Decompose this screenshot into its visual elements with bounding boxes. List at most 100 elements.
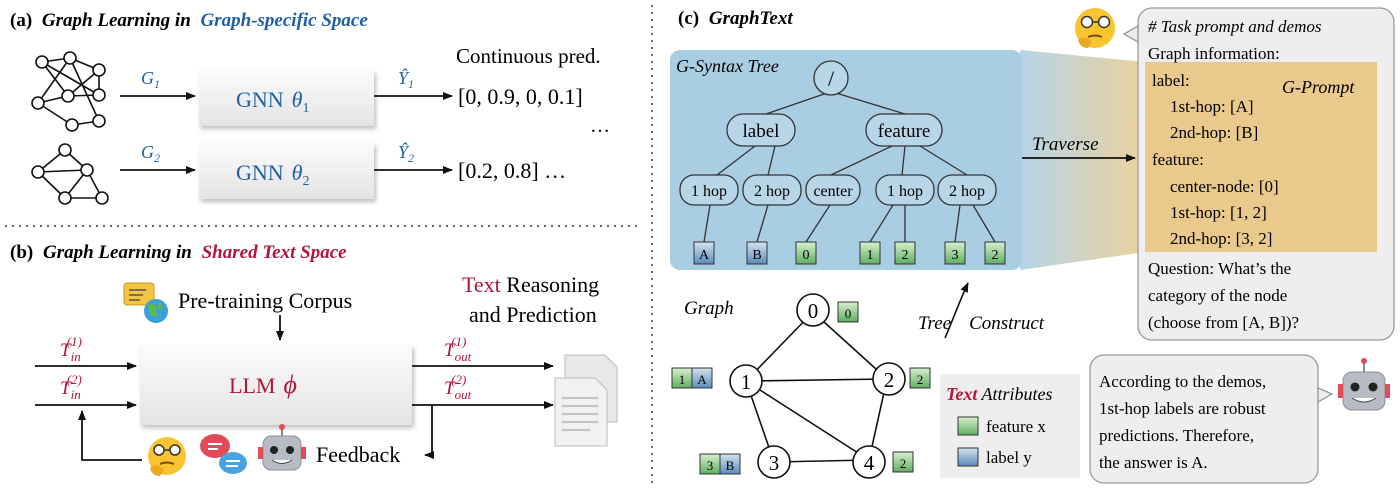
leaf-1 xyxy=(859,241,881,265)
svg-text:2: 2 xyxy=(884,368,895,392)
gnn-box-1 xyxy=(199,70,374,126)
graph-node-4: 4 xyxy=(852,445,886,479)
tree-label-1hop xyxy=(679,174,739,206)
svg-text:A: A xyxy=(697,372,707,387)
panel-b: (b) Graph Learning in Shared Text Space … xyxy=(10,242,618,476)
leaf-0-text: 0 xyxy=(803,248,810,263)
traverse-fade xyxy=(1020,50,1145,270)
legend-title-text: Text xyxy=(946,384,978,404)
svg-text:Text Attributes: Text Attributes xyxy=(946,384,1053,404)
thinking-face-icon xyxy=(148,437,186,476)
answer-line-1: According to the demos, xyxy=(1099,372,1266,391)
answer-bubble xyxy=(1089,354,1319,484)
svg-text:4: 4 xyxy=(864,451,875,475)
tree-label-text: label xyxy=(743,121,780,142)
tree-construct-arrow xyxy=(944,282,969,339)
panel-a-letter: (a) xyxy=(10,10,32,31)
graph-node-2: 2 xyxy=(872,362,906,396)
svg-text:B: B xyxy=(726,458,735,473)
legend-feature-swatch xyxy=(957,416,979,436)
node-0-feature: 0 xyxy=(837,301,859,323)
tree-feature-2hop xyxy=(937,174,997,206)
panel-b-title-1: Graph Learning in xyxy=(43,242,192,263)
tree-label-2hop xyxy=(742,174,802,206)
corpus-label: Pre-training Corpus xyxy=(178,288,352,313)
feedback-arrow-out xyxy=(78,410,142,461)
pred-2: [0.2, 0.8] … xyxy=(458,158,566,183)
syntax-tree-panel xyxy=(670,50,1022,270)
node-4-feature: 2 xyxy=(892,451,914,473)
g1-label: G1 xyxy=(141,68,160,91)
tree-center-text: center xyxy=(813,183,853,200)
leaf-2b xyxy=(984,241,1006,265)
prompt-line-1: # Task prompt and demos xyxy=(1148,17,1322,36)
robot-icon xyxy=(258,424,306,471)
svg-text:0: 0 xyxy=(808,299,819,323)
svg-text:2: 2 xyxy=(900,456,907,471)
leaf-B-text: B xyxy=(752,248,761,263)
llm-box xyxy=(140,345,412,425)
leaf-2a-text: 2 xyxy=(902,248,909,263)
feedback-label: Feedback xyxy=(316,442,400,467)
panel-b-title-2: Shared Text Space xyxy=(202,242,348,263)
tree-feature-1hop xyxy=(875,174,935,206)
corpus-globe-icon xyxy=(123,282,168,323)
prompt-line-9: 2nd-hop: [3, 2] xyxy=(1170,229,1272,248)
node-2-feature: 2 xyxy=(909,367,931,389)
tout2-label: Tout(2) xyxy=(444,372,472,402)
panel-a-title-1: Graph Learning in xyxy=(42,10,191,31)
svg-text:3: 3 xyxy=(769,451,780,475)
panel-c-title: GraphText xyxy=(709,8,793,29)
svg-text:0: 0 xyxy=(845,306,852,321)
svg-text:1: 1 xyxy=(741,370,752,394)
y1-label: Ŷ1 xyxy=(398,67,414,91)
thinking-face-icon xyxy=(1075,8,1115,48)
robot-icon xyxy=(1338,358,1390,411)
g2-label: G2 xyxy=(141,142,160,165)
tree-label-1hop-text: 1 hop xyxy=(691,183,727,200)
prompt-line-5: 2nd-hop: [B] xyxy=(1170,123,1258,142)
graph-node-0: 0 xyxy=(796,293,830,327)
leaf-0 xyxy=(795,241,817,265)
tree-center-node xyxy=(805,174,861,206)
graph-label: Graph xyxy=(684,298,734,319)
leaf-3 xyxy=(944,241,966,265)
leaf-2a xyxy=(894,241,916,265)
documents-icon xyxy=(554,354,618,447)
feedback-arrow-in xyxy=(424,405,434,459)
legend-title-rest: Attributes xyxy=(977,384,1052,404)
tree-label-node xyxy=(726,113,796,147)
tree-feature-text: feature xyxy=(878,121,931,142)
svg-text:(a) Graph Learning in: (a) Graph Learning in Graph-specific Spa… xyxy=(10,10,368,31)
answer-line-2: 1st-hop labels are robust xyxy=(1099,399,1266,418)
reason-line-2: and Prediction xyxy=(469,302,597,327)
prompt-line-10: Question: What’s the xyxy=(1148,259,1291,278)
leaf-2b-text: 2 xyxy=(992,248,999,263)
prompt-bubble-tail xyxy=(1122,24,1139,44)
node-3-attributes: 3 B xyxy=(699,453,741,475)
panel-b-letter: (b) xyxy=(10,242,33,263)
prompt-line-2: Graph information: xyxy=(1148,44,1280,63)
svg-text:Text Reasoning: Text Reasoning xyxy=(462,272,599,297)
graph-edges xyxy=(745,311,888,463)
answer-line-3: predictions. Therefore, xyxy=(1099,426,1254,445)
leaf-B xyxy=(746,241,768,265)
pred-ellipsis: … xyxy=(590,115,610,137)
prompt-line-6: feature: xyxy=(1152,150,1204,169)
prompt-line-11: category of the node xyxy=(1148,286,1287,305)
prompt-line-3: label: xyxy=(1152,71,1190,90)
tree-label-2hop-text: 2 hop xyxy=(754,183,790,200)
node-1-attributes: 1 A xyxy=(671,367,713,389)
svg-text:3: 3 xyxy=(707,458,714,473)
tree-construct-2: Construct xyxy=(969,313,1045,334)
legend-label-swatch xyxy=(957,447,979,467)
svg-text:(c) GraphText: (c) GraphText xyxy=(678,8,793,29)
pred-1: [0, 0.9, 0, 0.1] xyxy=(458,84,583,109)
tin1-label: Tin(1) xyxy=(60,334,82,364)
continuous-pred-label: Continuous pred. xyxy=(456,44,601,68)
leaf-A xyxy=(693,241,715,265)
tree-feature-node xyxy=(865,113,943,147)
prompt-line-7: center-node: [0] xyxy=(1170,177,1279,196)
prompt-line-12: (choose from [A, B])? xyxy=(1148,313,1299,332)
